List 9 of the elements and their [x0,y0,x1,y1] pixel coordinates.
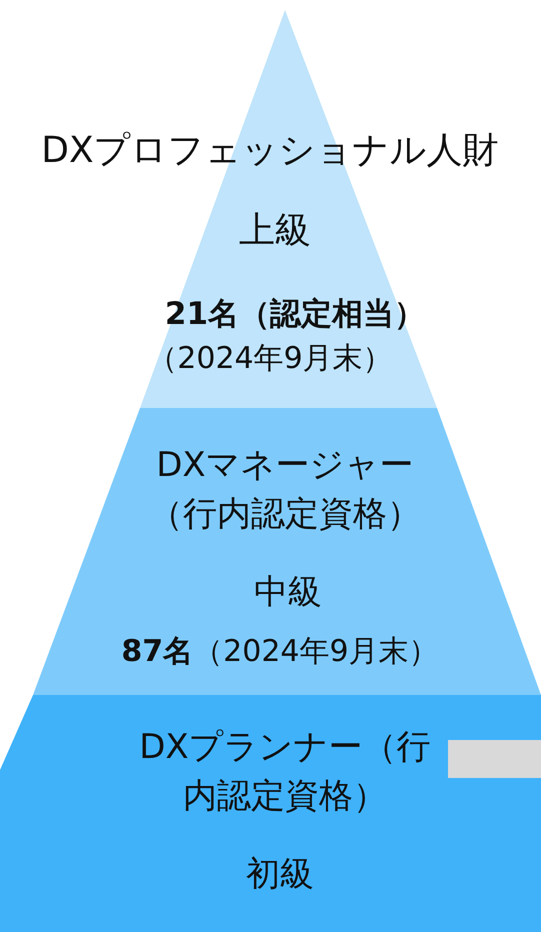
level-label: 中級 [253,571,323,614]
tier-title: DXマネージャー（行内認定資格） [148,444,422,536]
level-label: 初級 [245,853,315,896]
tier-title: DXプランナー（行内認定資格） [138,726,432,818]
date-text: （2024年9月末） [146,340,394,378]
tier-title: DXプロフェッショナル人財 [40,129,500,173]
count-text: 87名（2024年9月末） [120,633,440,671]
count-text: 21名（認定相当） [164,295,426,334]
level-label: 上級 [238,209,312,253]
